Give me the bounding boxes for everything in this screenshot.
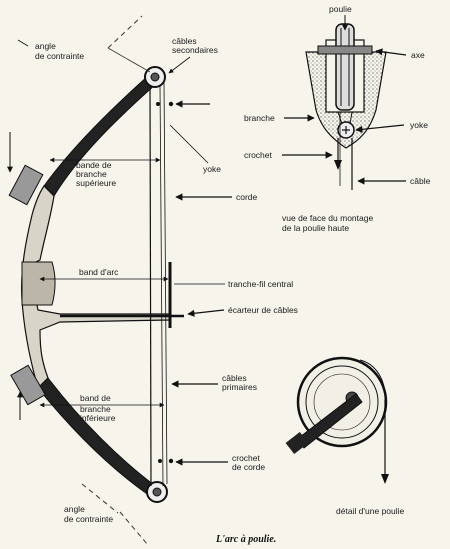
front-view-diagram: poulie axe branche yoke crochet câble vu… xyxy=(244,4,431,233)
lower-limb-pocket xyxy=(10,364,46,406)
label-corde: corde xyxy=(236,192,258,202)
label-cables-primaires-2: primaires xyxy=(222,382,257,392)
label-band-arc: band d'arc xyxy=(79,267,119,277)
grip xyxy=(21,261,56,306)
constraint-line-top xyxy=(107,15,143,49)
label-bande-sup-3: supérieure xyxy=(76,178,116,188)
label-detail-caption: détail d'une poulie xyxy=(336,506,405,516)
figure-caption: L'arc à poulie. xyxy=(215,534,276,545)
label-bande-sup-2: branche xyxy=(76,169,107,179)
label-front-caption-2: de la poulie haute xyxy=(282,223,349,233)
label-crochet: crochet xyxy=(244,150,273,160)
label-axe: axe xyxy=(411,50,425,60)
label-branche: branche xyxy=(244,113,275,123)
label-bande-sup-1: bande de xyxy=(76,160,112,170)
bow-string xyxy=(149,84,152,487)
primary-cable-b xyxy=(163,81,168,485)
label-ecarteur: écarteur de câbles xyxy=(228,305,298,315)
yoke-dot-top xyxy=(168,101,174,107)
label-angle-contrainte-bottom-2: de contrainte xyxy=(64,514,113,524)
label-cables-primaires-1: câbles xyxy=(222,373,247,383)
label-angle-contrainte-top-1: angle xyxy=(35,41,56,51)
label-poulie: poulie xyxy=(329,4,352,14)
label-cable: câble xyxy=(410,176,431,186)
label-cables-secondaires-2: secondaires xyxy=(172,45,218,55)
label-band-inf-1: band de xyxy=(80,393,111,403)
label-angle-contrainte-bottom-1: angle xyxy=(64,504,85,514)
label-yoke-main: yoke xyxy=(203,164,221,174)
pulley-detail-diagram: détail d'une poulie xyxy=(285,356,405,516)
bow-labels: angle de contrainte câbles secondaires y… xyxy=(7,36,298,524)
label-tranche-fil: tranche-fil central xyxy=(228,279,293,289)
label-front-caption-1: vue de face du montage xyxy=(282,213,373,223)
constraint-line-bottom xyxy=(119,511,149,546)
front-axle xyxy=(317,45,373,55)
label-cables-secondaires-1: câbles xyxy=(172,36,197,46)
front-pulley xyxy=(335,23,355,111)
upper-limb-pocket xyxy=(8,164,44,206)
bow xyxy=(8,15,184,546)
label-band-inf-2: branche xyxy=(80,404,111,414)
label-crochet-corde-1: crochet xyxy=(232,453,261,463)
label-yoke-front: yoke xyxy=(410,120,428,130)
primary-cable-a xyxy=(159,84,164,487)
label-angle-contrainte-top-2: de contrainte xyxy=(35,51,84,61)
string-hook-bottom xyxy=(168,458,174,464)
label-band-inf-3: inférieure xyxy=(80,413,116,423)
label-crochet-corde-2: de corde xyxy=(232,462,265,472)
